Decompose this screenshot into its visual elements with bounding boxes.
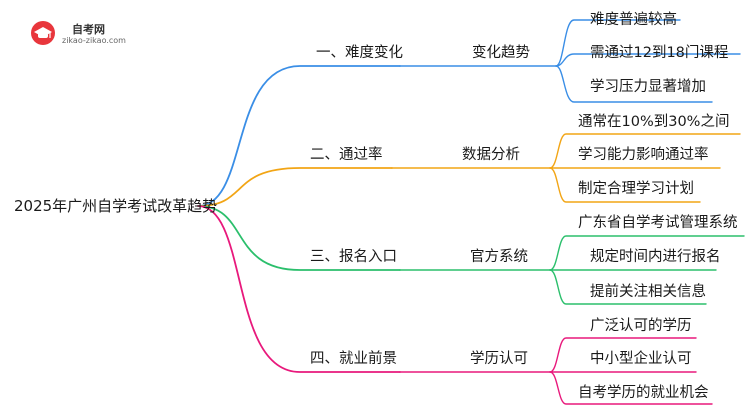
branch-2-connector xyxy=(197,167,393,207)
branch-1-leaf-3-connector xyxy=(555,65,713,103)
logo-subtitle: zikao-zikao.com xyxy=(62,36,126,45)
branch-2-leaf-3: 制定合理学习计划 xyxy=(578,181,694,197)
branch-1-mid: 变化趋势 xyxy=(472,45,530,61)
branch-4-connector xyxy=(197,205,401,373)
graduation-cap-icon xyxy=(31,21,55,45)
branch-3-leaf-3: 提前关注相关信息 xyxy=(590,284,706,300)
branch-3-connector xyxy=(197,205,401,271)
branch-2-leaf-1: 通常在10%到30%之间 xyxy=(578,114,730,130)
branch-4-leaf-2: 中小型企业认可 xyxy=(590,351,692,367)
branch-1-leaf-3: 学习压力显著增加 xyxy=(590,79,706,95)
branch-1-label: 一、难度变化 xyxy=(316,45,403,61)
branch-4-leaf-3-connector xyxy=(549,371,713,405)
branch-4-leaf-1-connector xyxy=(549,337,697,373)
branch-4-leaf-1: 广泛认可的学历 xyxy=(590,318,692,334)
branch-3-mid: 官方系统 xyxy=(470,249,528,265)
branch-3-leaf-2: 规定时间内进行报名 xyxy=(590,249,721,265)
site-logo: 自考网 zikao-zikao.com xyxy=(30,20,130,50)
branch-3-label: 三、报名入口 xyxy=(310,249,397,265)
branch-2-mid: 数据分析 xyxy=(462,147,520,163)
logo-title: 自考网 xyxy=(72,23,105,36)
branch-3-leaf-1-connector xyxy=(549,235,745,271)
branch-4-mid: 学历认可 xyxy=(470,351,528,367)
root-topic: 2025年广州自学考试改革趋势 xyxy=(14,197,218,215)
branch-1-leaf-2: 需通过12到18门课程 xyxy=(590,45,729,61)
branch-3-leaf-1: 广东省自学考试管理系统 xyxy=(578,215,738,231)
branch-4-leaf-3: 自考学历的就业机会 xyxy=(578,385,709,401)
branch-4-label: 四、就业前景 xyxy=(310,351,397,367)
branch-2-leaf-3-connector xyxy=(549,167,701,203)
branch-1-leaf-1: 难度普遍较高 xyxy=(590,12,677,28)
branch-1-connector xyxy=(197,65,401,207)
branch-1-leaf-2-connector xyxy=(555,53,741,67)
branch-2-label: 二、通过率 xyxy=(310,147,383,163)
branch-2-leaf-1-connector xyxy=(549,133,741,169)
branch-3-leaf-3-connector xyxy=(549,269,707,305)
branch-1-leaf-1-connector xyxy=(555,19,681,67)
branch-2-leaf-2: 学习能力影响通过率 xyxy=(578,147,709,163)
